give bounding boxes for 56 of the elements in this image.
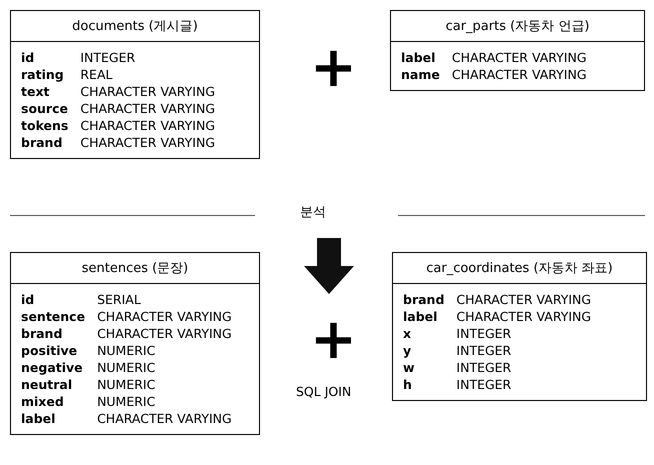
- column-name: tokens: [21, 118, 68, 133]
- column-type: CHARACTER VARYING: [97, 326, 233, 341]
- column-name: w: [403, 360, 416, 375]
- plus-sign: +: [310, 40, 357, 96]
- column-name: rating: [21, 67, 65, 82]
- column-type: SERIAL: [97, 292, 142, 307]
- column-name: y: [403, 343, 412, 358]
- table-title: sentences (문장): [11, 253, 259, 284]
- column-name: positive: [21, 343, 78, 358]
- column-name: brand: [403, 292, 444, 307]
- column-name: x: [403, 326, 412, 341]
- table-card: [390, 10, 645, 91]
- column-type: CHARACTER VARYING: [456, 309, 592, 324]
- column-type: INTEGER: [80, 50, 136, 65]
- column-name: brand: [21, 135, 64, 150]
- column-name: brand: [21, 326, 64, 341]
- column-type: CHARACTER VARYING: [452, 67, 588, 82]
- column-name: id: [21, 292, 36, 307]
- column-name: name: [401, 67, 440, 82]
- table-card: [392, 252, 647, 401]
- column-type: CHARACTER VARYING: [456, 292, 592, 307]
- column-name: neutral: [21, 377, 74, 392]
- plus-sign: +: [310, 312, 357, 368]
- column-name: text: [21, 84, 50, 99]
- column-type: CHARACTER VARYING: [97, 309, 233, 324]
- column-type: NUMERIC: [97, 343, 156, 358]
- table-title: car_coordinates (자동차 좌표): [393, 253, 646, 284]
- column-type: NUMERIC: [97, 360, 156, 375]
- column-type: INTEGER: [456, 360, 512, 375]
- step-label: SQL JOIN: [296, 386, 352, 398]
- column-type: CHARACTER VARYING: [97, 411, 233, 426]
- column-type: CHARACTER VARYING: [80, 135, 216, 150]
- table-title: documents (게시글): [11, 11, 259, 42]
- column-type: CHARACTER VARYING: [80, 118, 216, 133]
- column-name: h: [403, 377, 413, 392]
- column-type: REAL: [80, 67, 114, 82]
- column-type: INTEGER: [456, 377, 512, 392]
- column-name: label: [21, 411, 56, 426]
- section-label: 분석: [300, 206, 326, 219]
- column-name: source: [21, 101, 68, 116]
- column-type: NUMERIC: [97, 394, 156, 409]
- column-type: CHARACTER VARYING: [80, 84, 216, 99]
- table-title: car_parts (자동차 언급): [391, 11, 644, 42]
- table-card: [10, 252, 260, 435]
- column-type: NUMERIC: [97, 377, 156, 392]
- table-card: [10, 10, 260, 159]
- column-type: CHARACTER VARYING: [80, 101, 216, 116]
- column-type: CHARACTER VARYING: [452, 50, 588, 65]
- column-name: sentence: [21, 309, 86, 324]
- column-name: mixed: [21, 394, 65, 409]
- column-type: INTEGER: [456, 343, 512, 358]
- column-type: INTEGER: [456, 326, 512, 341]
- column-name: label: [401, 50, 436, 65]
- column-name: negative: [21, 360, 84, 375]
- column-name: id: [21, 50, 36, 65]
- column-name: label: [403, 309, 438, 324]
